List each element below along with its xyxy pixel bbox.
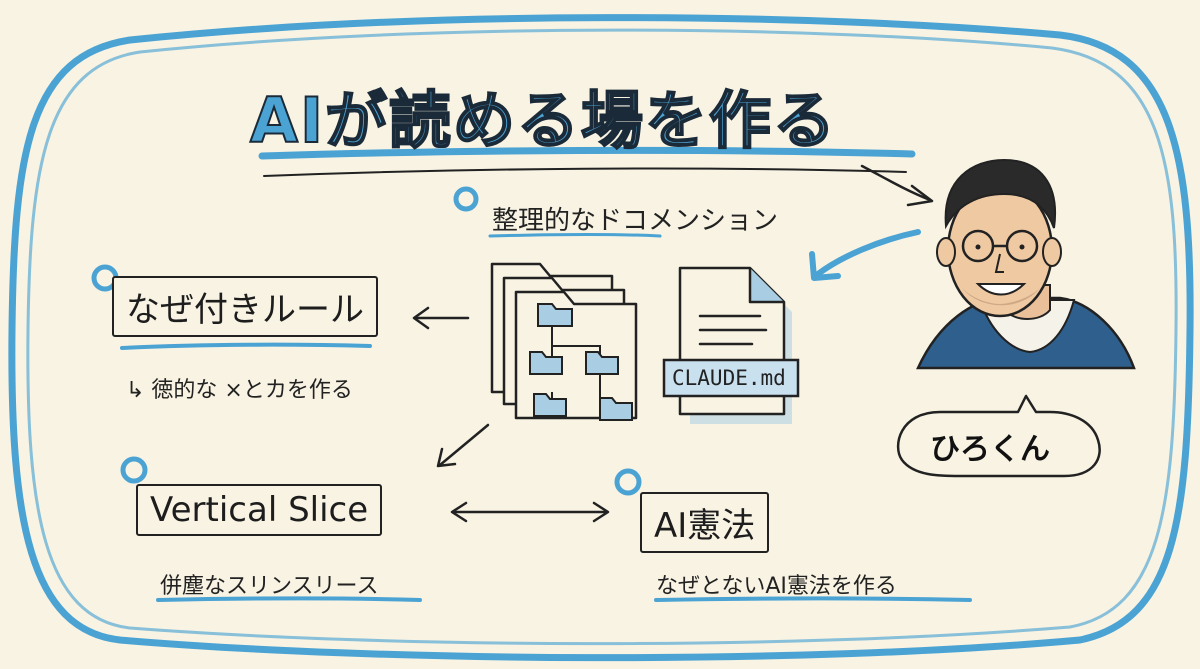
node-constitution-box: AI憲法 xyxy=(640,492,770,553)
bullet-slice xyxy=(120,456,148,484)
node-slice-label: Vertical Slice xyxy=(150,490,369,530)
node-rule-box: なぜ付きルール xyxy=(112,276,378,337)
arrow-folders-to-slice xyxy=(438,423,490,467)
node-constitution-label: AI憲法 xyxy=(654,506,756,546)
node-slice-box: Vertical Slice xyxy=(136,484,383,536)
page-title: AIが読める場を作る xyxy=(249,83,838,158)
title-underline xyxy=(258,146,916,160)
node-rule-label: なぜ付きルール xyxy=(126,290,364,330)
node-constitution-subtitle: なぜとないAI憲法を作る xyxy=(656,574,897,599)
node-slice-subtitle: 併塵なスリンスリース xyxy=(160,574,379,599)
top-label: 整理的なドコメンション xyxy=(492,206,779,236)
outer-frame xyxy=(8,14,1194,662)
node-rule-subtitle: ↳ 徳的な ×とカを作る xyxy=(126,378,353,403)
bullet-top xyxy=(453,186,479,212)
file-label: CLAUDE.md xyxy=(672,366,786,390)
arrow-title-to-person xyxy=(860,164,932,202)
bullet-constitution xyxy=(614,468,642,496)
person-name: ひろくん xyxy=(930,432,1050,467)
arrow-person-to-document xyxy=(815,229,921,277)
